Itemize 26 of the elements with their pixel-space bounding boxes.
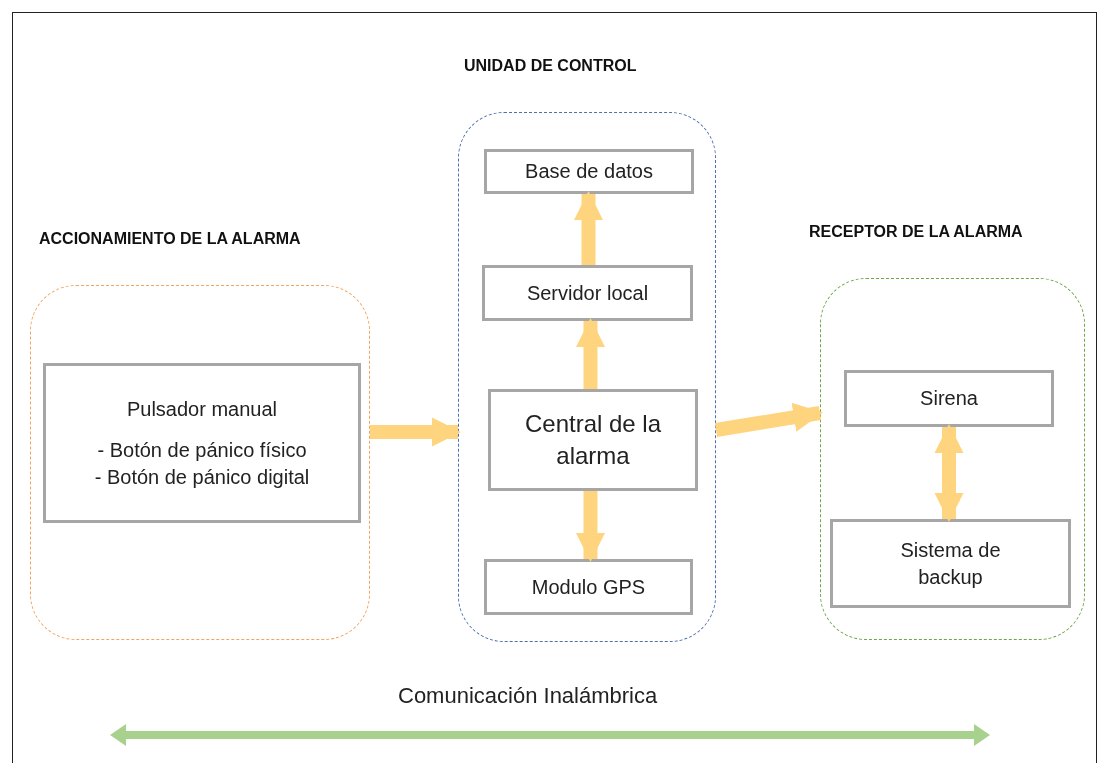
process-box [482,265,693,321]
box-label: Pulsador manual [126,396,278,422]
group-heading: UNIDAD DE CONTROL [464,57,637,75]
box-label: - Botón de pánico físico [97,437,307,463]
box-label: Servidor local [526,280,649,306]
box-label: - Botón de pánico digital [94,464,310,490]
annotation-text: Comunicación Inalámbrica [398,683,658,709]
process-box [830,519,1071,608]
block-arrow [934,424,964,522]
process-box [43,363,361,523]
block-arrow [573,191,604,265]
box-label: Central de la alarma [523,408,663,471]
process-box [484,149,694,194]
box-label: Base de datos [525,159,653,184]
group-heading: ACCIONAMIENTO DE LA ALARMA [39,230,301,248]
box-label: Sirena [920,386,978,411]
box-label: Sistema de backup [899,537,1002,590]
block-arrow [370,417,461,447]
block-arrow [714,402,823,437]
process-box [488,389,698,491]
process-box [484,559,693,615]
box-label: Modulo GPS [531,574,646,600]
group-heading: RECEPTOR DE LA ALARMA [809,223,1023,241]
block-arrow [575,318,606,389]
process-box [844,370,1054,427]
block-arrow [575,491,606,562]
